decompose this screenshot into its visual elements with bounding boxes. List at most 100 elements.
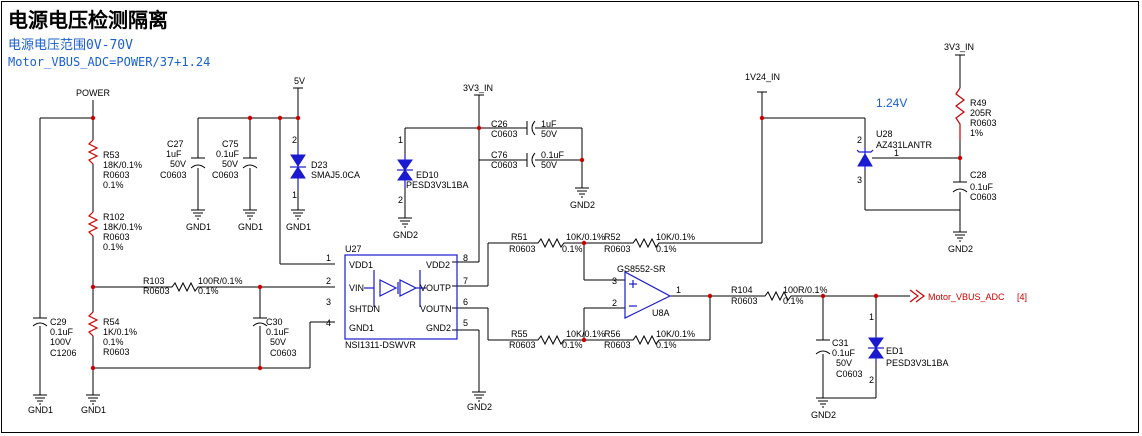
net-power: POWER [76, 88, 111, 98]
vref-label: 1.24V [876, 96, 907, 110]
net-3v3-in: 3V3_IN [463, 83, 493, 93]
r51-tol: 0.1% [562, 244, 583, 254]
r52-value: 10K/0.1% [656, 232, 695, 242]
u27-pin8: 8 [463, 253, 468, 263]
r104-value: 100R/0.1% [783, 285, 828, 295]
c28-pkg: C0603 [970, 192, 997, 202]
u8a-part: GS8552-SR [617, 264, 666, 274]
c26-value: 1uF [541, 119, 557, 129]
gnd1-label: GND1 [238, 222, 263, 232]
c29-volt: 100V [50, 337, 71, 347]
u28-ref: U28 [876, 129, 893, 139]
gnd1-label: GND1 [28, 405, 53, 415]
u28-pin1: 1 [894, 148, 899, 158]
r51-ref: R51 [511, 232, 528, 242]
r55-ref: R55 [511, 329, 528, 339]
ed10-ref: ED10 [416, 170, 439, 180]
r53-ref: R53 [103, 150, 120, 160]
u27-pin-gnd2: GND2 [426, 323, 451, 333]
u27-body [344, 254, 458, 340]
c75-ref: C75 [222, 139, 239, 149]
ed1-ref: ED1 [886, 346, 904, 356]
u27-pin-voutn: VOUTN [420, 304, 452, 314]
c75-volt: 50V [222, 159, 238, 169]
r49-value: 205R [970, 108, 992, 118]
c76-pkg: C0603 [491, 160, 518, 170]
r54-value: 1K/0.1% [103, 327, 137, 337]
u28-pin3: 3 [857, 175, 862, 185]
r103-value: 100R/0.1% [198, 276, 243, 286]
u27-pin-shtdn: SHTDN [349, 304, 380, 314]
u8a-pin1: 1 [676, 285, 681, 295]
u28-value: AZ431LANTR [876, 140, 933, 150]
c31-pkg: C0603 [836, 369, 863, 379]
page-title: 电源电压检测隔离 [8, 8, 168, 32]
c75-value: 0.1uF [216, 149, 240, 159]
gnd1-label: GND1 [286, 222, 311, 232]
r54-ref: R54 [103, 317, 120, 327]
u27-pin6: 6 [463, 297, 468, 307]
gnd2-label: GND2 [948, 244, 973, 254]
u27-pin5: 5 [463, 318, 468, 328]
output-port-arrow [909, 289, 925, 303]
u27-value: NSI1311-DSWVR [345, 340, 416, 350]
c30-pkg: C0603 [270, 348, 297, 358]
ed1-pin1: 1 [869, 312, 874, 322]
r55-value: 10K/0.1% [566, 329, 605, 339]
gnd2-label: GND2 [570, 200, 595, 210]
c30-volt: 50V [270, 337, 286, 347]
gnd2-label: GND2 [467, 402, 492, 412]
r52-pkg: R0603 [604, 244, 631, 254]
u27-pin1: 1 [326, 253, 331, 263]
ed10-value: PESD3V3L1BA [406, 180, 469, 190]
c75-pkg: C0603 [212, 170, 239, 180]
u28-pin2: 2 [857, 135, 862, 145]
u27-pin-vin: VIN [349, 283, 364, 293]
r55-pkg: R0603 [509, 340, 536, 350]
u27-pin-gnd1: GND1 [349, 323, 374, 333]
d23-value: SMAJ5.0CA [311, 170, 360, 180]
r49-ref: R49 [970, 98, 987, 108]
r49-pkg: R0603 [970, 118, 997, 128]
r102-pkg: R0603 [103, 232, 130, 242]
c27-volt: 50V [170, 159, 186, 169]
gnd1-label: GND1 [186, 222, 211, 232]
c30-ref: C30 [266, 317, 283, 327]
r53-pkg: R0603 [103, 170, 130, 180]
r51-pkg: R0603 [509, 244, 536, 254]
c29-value: 0.1uF [50, 327, 74, 337]
r103-tol: 0.1% [198, 286, 219, 296]
r104-ref: R104 [731, 285, 753, 295]
r54-tol: 0.1% [103, 337, 124, 347]
u27-ref: U27 [345, 244, 362, 254]
ed10-pin1: 1 [398, 135, 403, 145]
r53-value: 18K/0.1% [103, 160, 142, 170]
gnd2-label: GND2 [811, 410, 836, 420]
gnd1-label: GND1 [81, 405, 106, 415]
c28-ref: C28 [970, 170, 987, 180]
r56-tol: 0.1% [656, 340, 677, 350]
c31-volt: 50V [836, 358, 852, 368]
u27-pin-voutp: VOUTP [420, 283, 451, 293]
c31-ref: C31 [832, 338, 849, 348]
net-labels: POWER 5V 3V3_IN 1V24_IN 3V3_IN 1.24V Mot… [28, 42, 1027, 420]
c76-volt: 50V [541, 160, 557, 170]
u8a-pin2: 2 [612, 298, 617, 308]
r56-pkg: R0603 [604, 340, 631, 350]
junction-dots [90, 115, 963, 371]
c27-ref: C27 [167, 139, 184, 149]
ground-symbols [32, 54, 968, 408]
r56-ref: R56 [604, 329, 621, 339]
gnd2-label: GND2 [393, 230, 418, 240]
u27-pin7: 7 [463, 276, 468, 286]
u27-pin-vdd2: VDD2 [426, 260, 450, 270]
ed1-pin2: 2 [869, 375, 874, 385]
r104-tol: 0.1% [783, 296, 804, 306]
c26-pkg: C0603 [491, 129, 518, 139]
c29-pkg: C1206 [50, 348, 77, 358]
c28-value: 0.1uF [970, 182, 994, 192]
ed1-value: PESD3V3L1BA [886, 358, 949, 368]
r55-tol: 0.1% [562, 340, 583, 350]
